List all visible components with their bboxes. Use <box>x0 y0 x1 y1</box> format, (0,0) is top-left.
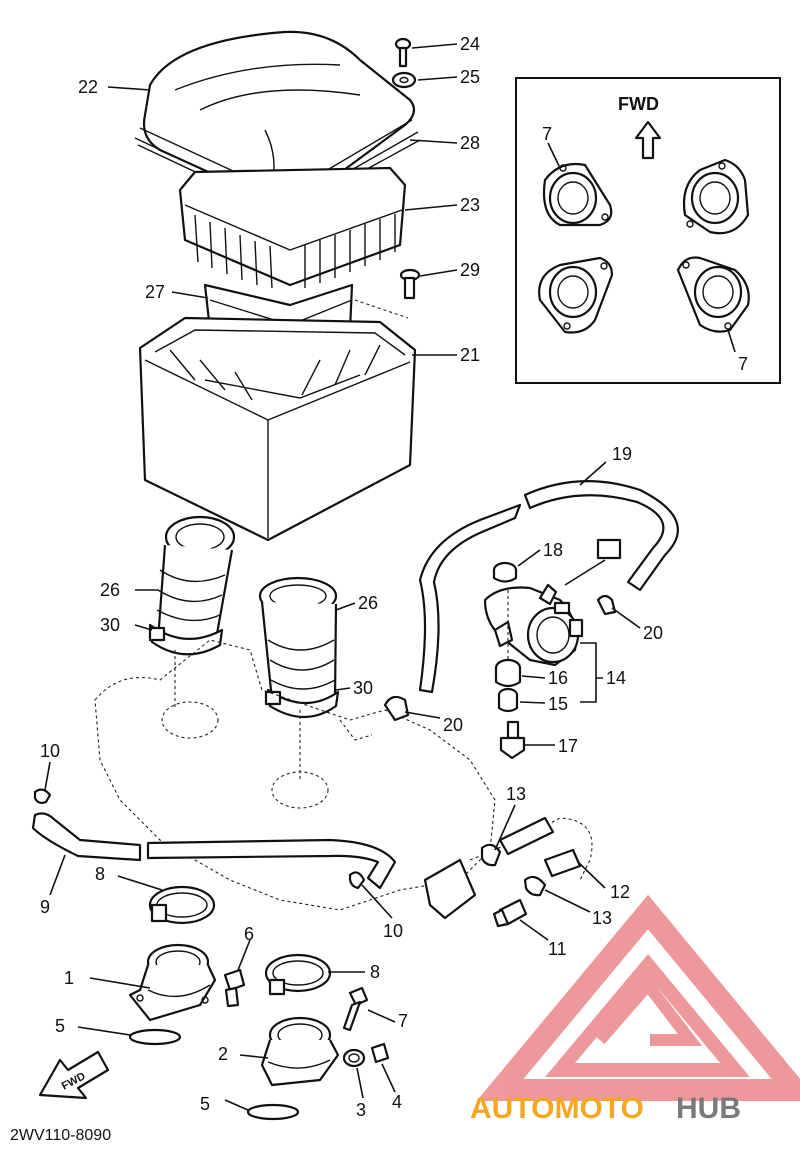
washer-25 <box>391 71 417 89</box>
inset-joint-top-right <box>682 158 750 235</box>
fwd-arrow-icon: FWD <box>38 1050 110 1100</box>
clamp-30-left <box>148 623 224 656</box>
watermark-text: AUTOMOTO HUB <box>470 1092 741 1125</box>
callout-19: 19 <box>612 444 632 464</box>
drawing-code: 2WV110-8090 <box>10 1127 111 1144</box>
carburetor-outline <box>94 639 496 911</box>
hose-long-center <box>146 838 397 890</box>
hose-12 <box>498 816 582 878</box>
intake-joint-1 <box>128 943 217 1022</box>
pump-assembly <box>483 538 622 760</box>
hose-9 <box>31 812 142 862</box>
screw-6 <box>223 968 246 1008</box>
callout-labels: 22 24 25 28 23 29 27 21 7 7 26 30 26 30 … <box>40 34 748 1120</box>
callout-5-lower: 5 <box>200 1094 210 1114</box>
hose-clip-20-left <box>383 695 410 722</box>
inset-panel: FWD <box>515 77 781 384</box>
callout-7: 7 <box>398 1011 408 1031</box>
callout-11: 11 <box>548 939 567 959</box>
o-ring-5-lower <box>246 1103 300 1121</box>
collar-3 <box>342 1048 366 1068</box>
screw-29 <box>399 268 421 300</box>
o-ring-5-upper <box>128 1028 182 1046</box>
callout-27: 27 <box>145 282 165 302</box>
callout-22: 23 <box>460 195 480 215</box>
callout-14: 14 <box>606 668 626 688</box>
fitting-11 <box>492 898 528 928</box>
callout-10-left: 10 <box>40 741 60 761</box>
clip-10-center <box>348 871 366 890</box>
clamp-13-upper <box>480 843 502 867</box>
callout-13-upper: 13 <box>506 784 526 804</box>
callout-7-inset-bottom: 7 <box>738 354 748 374</box>
leader-lines <box>44 43 736 1111</box>
inset-joint-bottom-right <box>676 256 750 333</box>
callout-9: 9 <box>40 897 50 917</box>
callout-10-center: 10 <box>383 921 403 941</box>
inset-fwd-label: FWD <box>618 94 659 114</box>
fwd-up-arrow-icon <box>634 120 662 160</box>
callout-3: 3 <box>356 1100 366 1120</box>
callout-30-right: 30 <box>353 678 373 698</box>
hose-19 <box>418 480 679 694</box>
callout-12: 12 <box>610 882 630 902</box>
callout-30-left: 30 <box>100 615 120 635</box>
callout-16: 16 <box>548 668 568 688</box>
callout-21: 21 <box>460 345 480 365</box>
callout-8-upper: 8 <box>95 864 105 884</box>
clip-4 <box>370 1042 390 1064</box>
watermark-text-part2: HUB <box>676 1092 741 1125</box>
callout-23: 22 <box>78 77 98 97</box>
clamp-13-lower <box>523 875 547 897</box>
callout-20-left: 20 <box>443 715 463 735</box>
callout-24: 24 <box>460 34 480 54</box>
callout-6: 6 <box>244 924 254 944</box>
watermark-text-part1: AUTOMOTO <box>470 1092 644 1125</box>
air-filter-element <box>178 166 407 289</box>
callout-29: 29 <box>460 260 480 280</box>
callout-1: 1 <box>64 968 74 988</box>
bolt-24 <box>394 37 412 68</box>
air-filter-cover <box>134 30 419 209</box>
callout-20-right: 20 <box>643 623 663 643</box>
joint-lower-right <box>423 817 593 920</box>
callout-15: 15 <box>548 694 568 714</box>
callout-18: 18 <box>543 540 563 560</box>
callout-7-inset-top: 7 <box>542 124 552 144</box>
callout-26-left: 26 <box>100 580 120 600</box>
callout-26-right: 26 <box>358 593 378 613</box>
callout-4: 4 <box>392 1092 402 1112</box>
air-duct-right <box>258 576 338 711</box>
watermark-logo <box>476 894 800 1101</box>
intake-joint-2 <box>260 1016 340 1087</box>
clamp-8-lower <box>264 953 332 996</box>
air-filter-case <box>138 316 417 542</box>
callout-2: 2 <box>218 1044 228 1064</box>
callout-8-lower: 8 <box>370 962 380 982</box>
inset-joint-top-left <box>542 162 613 227</box>
clamp-8-upper <box>148 885 216 925</box>
clip-10-left <box>33 788 52 804</box>
inset-joint-bottom-left <box>538 256 614 334</box>
callout-28: 28 <box>460 133 480 153</box>
callout-5-upper: 5 <box>55 1016 65 1036</box>
callout-13-lower: 13 <box>592 908 612 928</box>
callout-17: 17 <box>558 736 578 756</box>
screw-7 <box>342 986 369 1032</box>
clamp-30-right <box>264 688 340 718</box>
callout-25: 25 <box>460 67 480 87</box>
